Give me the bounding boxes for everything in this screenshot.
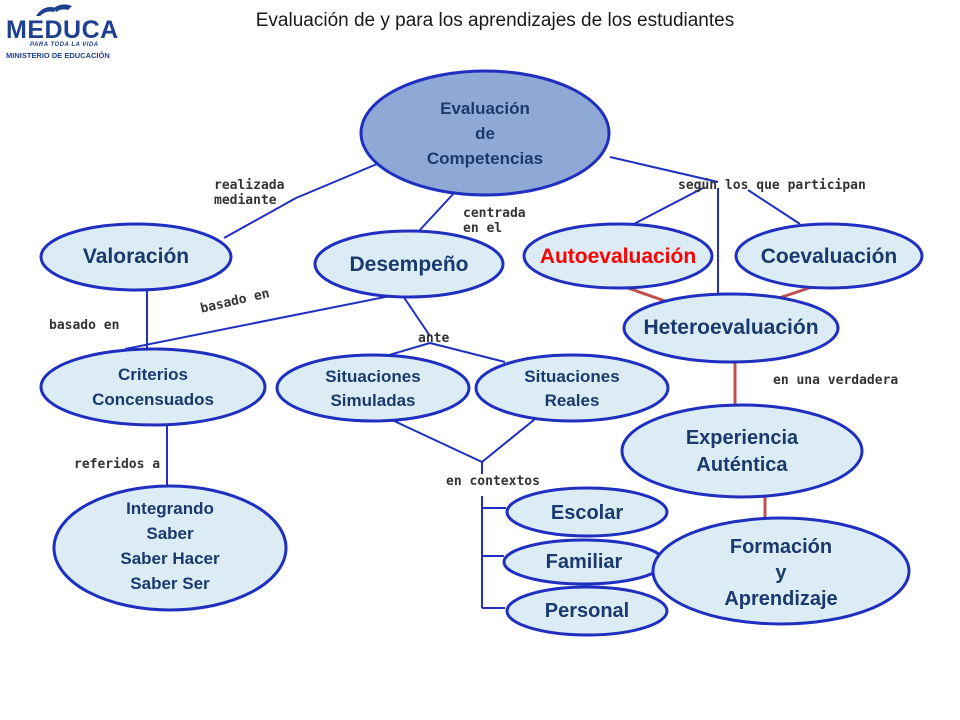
logo-ministry: MINISTERIO DE EDUCACIÓN (6, 51, 110, 60)
meduca-logo: MEDUCA PARA TODA LA VIDA MINISTERIO DE E… (4, 2, 122, 64)
node-integrando: Integrando Saber Saber Hacer Saber Ser (120, 499, 220, 593)
node-valoracion-shape (39, 222, 233, 292)
page-title: Evaluación de y para los aprendizajes de… (255, 10, 735, 31)
node-hetero-shape (622, 292, 840, 364)
label-basado-en-left: basado en (49, 318, 120, 333)
link-desempeno-criterios (124, 293, 401, 350)
book-swoosh-icon (36, 4, 72, 16)
link-segun-coe (747, 189, 801, 225)
node-criterios-shape (39, 347, 267, 427)
logo-word: MEDUCA (6, 16, 119, 44)
link-segun-auto (629, 187, 704, 227)
label-segun: según los que participan (678, 178, 866, 193)
link-realizada-valoracion (223, 197, 297, 239)
node-criterios: Criterios Concensuados (92, 365, 214, 409)
node-auto-shape (522, 222, 714, 290)
node-integrando-shape (52, 484, 288, 612)
label-en-una-verdadera: en una verdadera (773, 373, 899, 388)
node-experiencia-shape (620, 403, 864, 499)
node-root: Evaluación de Competencias (426, 98, 544, 168)
node-escolar: Escolar (550, 501, 624, 524)
label-referidos: referidos a (74, 457, 161, 472)
node-desempeno-shape (313, 229, 505, 299)
link-root-desempeno (417, 191, 456, 233)
label-realizada: realizada mediante (214, 178, 285, 208)
node-personal: Personal (544, 599, 630, 622)
node-personal-shape (505, 585, 669, 637)
node-desempeno: Desempeño (349, 253, 469, 276)
link-auto-hetero (624, 285, 669, 304)
logo-tagline: PARA TODA LA VIDA (30, 42, 99, 48)
node-valoracion: Valoración (82, 245, 190, 268)
link-reales-join (481, 418, 536, 463)
node-familiar: Familiar (545, 550, 623, 573)
label-centrada: centrada en el (463, 206, 526, 236)
node-situaciones-reales: Situaciones Reales (524, 367, 620, 410)
node-escolar-shape (505, 486, 669, 538)
node-coe-shape (734, 222, 924, 290)
node-coevaluacion: Coevaluación (760, 245, 898, 268)
node-formacion-shape (651, 516, 911, 626)
link-ante-reales (429, 342, 506, 363)
node-simuladas-shape (275, 353, 471, 423)
node-formacion: Formación y Aprendizaje (724, 536, 838, 610)
label-ante: ante (418, 331, 450, 346)
link-root-segun (609, 156, 719, 183)
node-experiencia: Experiencia Auténtica (685, 427, 799, 476)
label-en-contextos: en contextos (446, 474, 540, 489)
link-desempeno-ante (402, 295, 431, 337)
node-autoevaluacion: Autoevaluación (539, 245, 697, 268)
link-root-realizada (295, 163, 378, 199)
link-simuladas-join (391, 419, 483, 463)
node-situaciones-simuladas: Situaciones Simuladas (325, 367, 421, 410)
node-heteroevaluacion: Heteroevaluación (643, 316, 819, 339)
node-root-shape (359, 69, 611, 197)
node-reales-shape (474, 353, 670, 423)
